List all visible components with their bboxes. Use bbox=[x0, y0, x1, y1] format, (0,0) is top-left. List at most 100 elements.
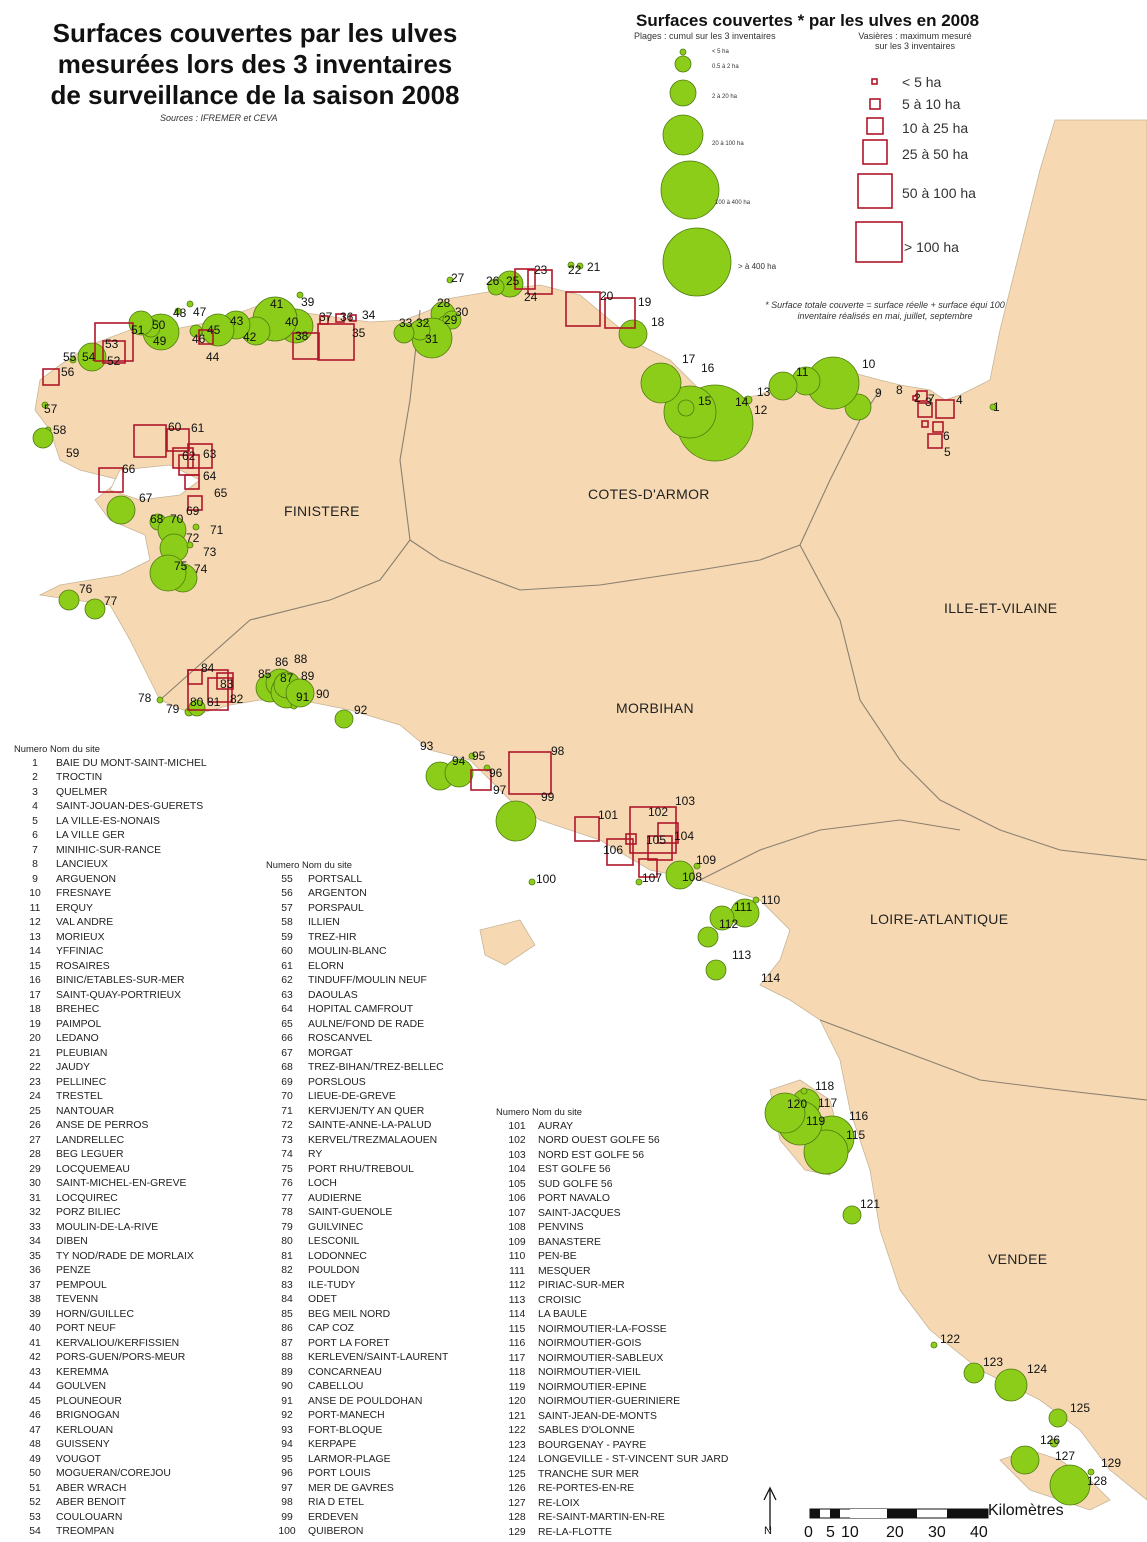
site-name: RE-PORTES-EN-RE bbox=[538, 1483, 635, 1494]
vasiere-square bbox=[187, 669, 203, 685]
site-number: 129 bbox=[508, 1526, 526, 1538]
site-name: AURAY bbox=[538, 1120, 574, 1132]
site-number: 126 bbox=[508, 1483, 526, 1494]
site-number: 108 bbox=[508, 1222, 526, 1233]
plage-circle bbox=[192, 523, 200, 531]
site-number-label: 103 bbox=[675, 794, 695, 808]
plage-circle bbox=[393, 322, 415, 344]
site-name: ABER WRACH bbox=[56, 1482, 127, 1494]
site-number-label: 96 bbox=[489, 766, 503, 780]
plage-circle bbox=[752, 896, 760, 904]
site-number: 91 bbox=[281, 1395, 293, 1407]
site-number-label: 20 bbox=[600, 289, 614, 303]
site-number-label: 12 bbox=[754, 403, 768, 417]
site-number: 110 bbox=[508, 1251, 526, 1262]
site-name: LIEUE-DE-GREVE bbox=[308, 1091, 396, 1102]
site-number-label: 54 bbox=[82, 350, 96, 364]
site-name: RE-LOIX bbox=[538, 1497, 580, 1509]
site-number: 87 bbox=[281, 1337, 293, 1349]
site-number: 10 bbox=[29, 888, 41, 899]
site-number: 94 bbox=[281, 1439, 293, 1450]
plage-circle bbox=[495, 800, 537, 842]
site-name: DIBEN bbox=[56, 1236, 88, 1247]
site-name: ERQUY bbox=[56, 902, 93, 914]
plage-circle bbox=[444, 758, 474, 788]
site-name: ROSAIRES bbox=[56, 960, 110, 972]
plage-circle bbox=[149, 554, 187, 592]
vasiere-square bbox=[317, 323, 355, 361]
site-number: 53 bbox=[29, 1511, 41, 1523]
vasiere-square bbox=[98, 467, 124, 493]
vasiere-square bbox=[606, 838, 634, 866]
site-name: HORN/GUILLEC bbox=[56, 1308, 134, 1320]
plage-circle bbox=[709, 905, 735, 931]
site-name: PENZE bbox=[56, 1265, 91, 1276]
site-table-header: Numero Nom du site bbox=[14, 742, 254, 757]
site-number-label: 110 bbox=[761, 893, 780, 907]
site-number-label: 75 bbox=[174, 559, 188, 573]
site-number: 111 bbox=[509, 1265, 525, 1277]
site-name: TREZ-BIHAN/TREZ-BELLEC bbox=[308, 1062, 444, 1073]
site-number-label: 44 bbox=[206, 350, 220, 364]
site-name: BINIC/ETABLES-SUR-MER bbox=[56, 975, 185, 986]
land-brittany bbox=[34, 119, 1147, 1501]
vasiere-square bbox=[172, 447, 194, 469]
site-name: FRESNAYE bbox=[56, 888, 112, 899]
plage-circle bbox=[1048, 1408, 1068, 1428]
plage-circle bbox=[58, 589, 80, 611]
plage-circle bbox=[186, 300, 194, 308]
site-number-label: 88 bbox=[294, 652, 308, 666]
site-number-label: 97 bbox=[493, 783, 507, 797]
site-number: 96 bbox=[281, 1468, 293, 1479]
scale-tick-10: 10 bbox=[841, 1524, 859, 1541]
site-name: PENVINS bbox=[538, 1222, 584, 1233]
north-label: N bbox=[764, 1525, 772, 1537]
site-number-label: 2 bbox=[914, 391, 921, 405]
site-number-label: 1 bbox=[993, 400, 1000, 414]
site-number-label: 108 bbox=[682, 870, 702, 884]
department-boundaries bbox=[159, 309, 1147, 1101]
site-name: MOULIN-BLANC bbox=[308, 946, 387, 957]
site-number-label: 36 bbox=[340, 310, 354, 324]
site-name: SAINT-QUAY-PORTRIEUX bbox=[56, 989, 182, 1001]
plage-circle bbox=[963, 1362, 985, 1384]
legend-vasiere-class-4: 25 à 50 ha bbox=[902, 146, 969, 162]
site-name: LOCH bbox=[308, 1178, 337, 1189]
site-name: GUISSENY bbox=[56, 1439, 110, 1450]
site-number: 49 bbox=[29, 1453, 41, 1465]
region-label-morbihan: MORBIHAN bbox=[616, 700, 694, 716]
site-number-label: 64 bbox=[203, 469, 217, 483]
site-number: 46 bbox=[29, 1410, 41, 1421]
plage-circle bbox=[77, 342, 107, 372]
legend-plage-class-1: < 5 ha bbox=[712, 49, 729, 55]
header-num: Numero bbox=[266, 859, 300, 870]
site-name: BEG MEIL NORD bbox=[308, 1308, 391, 1320]
vasiere-square bbox=[565, 291, 601, 327]
vasiere-square bbox=[319, 315, 329, 325]
site-number-label: 8 bbox=[896, 383, 903, 397]
site-number-label: 55 bbox=[63, 350, 77, 364]
scale-tick-30: 30 bbox=[928, 1524, 946, 1541]
site-name: SUD GOLFE 56 bbox=[538, 1178, 613, 1190]
site-number-label: 102 bbox=[648, 805, 668, 819]
site-number: 109 bbox=[508, 1236, 526, 1248]
site-name: LA VILLE GER bbox=[56, 830, 125, 841]
site-row: 126 RE-PORTES-EN-RE bbox=[496, 1482, 796, 1497]
vasiere-square bbox=[647, 835, 673, 861]
